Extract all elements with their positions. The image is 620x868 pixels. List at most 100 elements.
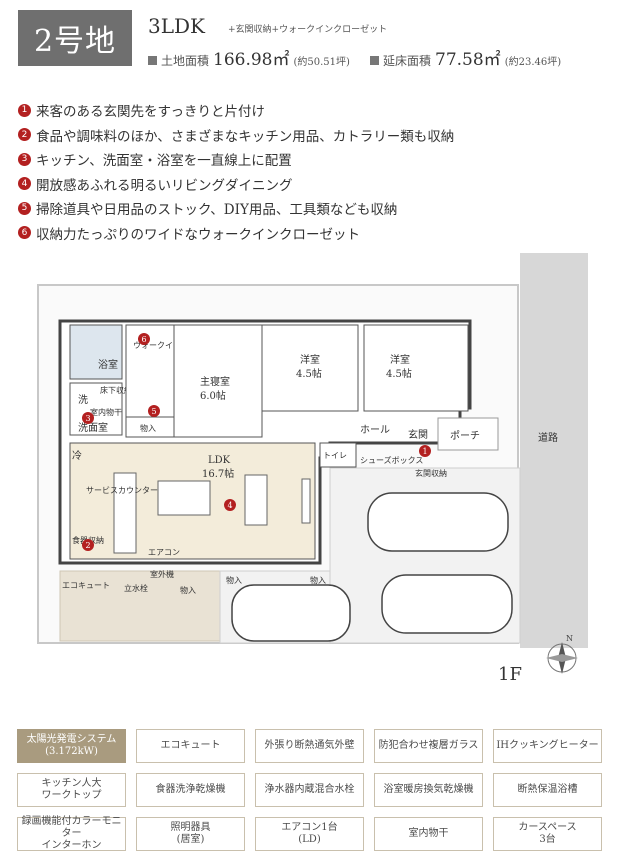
service-counter-label: サービスカウンター — [86, 486, 158, 495]
feature-item: エアコン1台 (LD) — [255, 817, 364, 851]
floor-plan-drawing: 道路 浴室 洗 洗面室 室内物干 床下収納 ウォークインクローゼット 物入 主寝… — [37, 253, 588, 674]
master-bedroom — [173, 324, 263, 438]
western-room-1 — [261, 324, 359, 412]
storage-a-label: 物入 — [180, 585, 196, 595]
bathroom — [69, 324, 123, 380]
floor-area-tsubo: (約23.46坪) — [504, 57, 562, 68]
porch — [437, 417, 499, 451]
equipment-features: 太陽光発電システム (3.172kW) エコキュート 外張り断熱通気外壁 防犯合… — [17, 729, 603, 851]
marker-2: 2 — [82, 539, 94, 551]
floor-area-label: 延床面積 — [383, 54, 432, 68]
toilet — [319, 442, 357, 468]
master-label: 主寝室 — [200, 375, 230, 388]
feature-item: 食器洗浄乾燥機 — [136, 773, 245, 807]
point-item: 5 掃除道具や日用品のストック、DIY用品、工具類なども収納 — [18, 196, 454, 221]
ecocute-label: エコキュート — [62, 581, 110, 590]
terrace-area — [59, 570, 221, 642]
floor-label: 1F — [498, 664, 522, 685]
marker-3: 3 — [82, 412, 94, 424]
ldk-label: LDK — [208, 455, 231, 466]
point-text: 開放感あふれる明るいリビングダイニング — [36, 177, 293, 194]
car-icon — [367, 492, 509, 552]
floor-area: 延床面積 77.58㎡ (約23.46坪) — [370, 45, 561, 70]
washroom-label: 洗面室 — [78, 421, 108, 434]
storage-c-label: 物入 — [310, 575, 326, 585]
road-label: 道路 — [538, 431, 558, 444]
point-item: 6 収納力たっぷりのワイドなウォークインクローゼット — [18, 221, 454, 246]
compass-icon: N — [546, 634, 578, 674]
svg-text:5: 5 — [151, 407, 156, 416]
tv-board — [301, 478, 311, 524]
svg-text:4: 4 — [227, 501, 232, 510]
land-area-tsubo: (約50.51坪) — [293, 57, 350, 68]
number-marker-icon: 5 — [18, 201, 31, 215]
toilet-label: トイレ — [323, 451, 347, 460]
point-item: 3 キッチン、洗面室・浴室を一直線上に配置 — [18, 147, 454, 172]
road-area — [520, 253, 588, 648]
feature-item: 照明器具 (居室) — [136, 817, 245, 851]
floor-plan: 道路 浴室 洗 洗面室 室内物干 床下収納 ウォークインクローゼット 物入 主寝… — [30, 253, 590, 698]
land-area-value: 166.98㎡ — [213, 50, 290, 70]
fridge-label: 冷 — [72, 449, 82, 462]
point-item: 4 開放感あふれる明るいリビングダイニング — [18, 172, 454, 197]
lot-badge: 2号地 — [18, 10, 132, 66]
walk-in-closet — [125, 324, 175, 418]
wash-label: 洗 — [78, 394, 88, 406]
feature-item: 断熱保温浴槽 — [493, 773, 602, 807]
bath-label: 浴室 — [98, 358, 118, 371]
point-text: 収納力たっぷりのワイドなウォークインクローゼット — [36, 226, 360, 243]
feature-item: 録画機能付カラーモニター インターホン — [17, 816, 126, 851]
feature-item: 室内物干 — [374, 817, 483, 851]
room2-size: 4.5帖 — [296, 367, 322, 380]
faucet-label: 立水栓 — [124, 583, 148, 593]
hall-label: ホール — [360, 424, 390, 436]
plan-type: 3LDK — [148, 14, 205, 38]
dining-table — [157, 480, 211, 516]
feature-item: カースペース 3台 — [493, 817, 602, 851]
marker-4: 4 — [224, 499, 236, 511]
land-area-label: 土地面積 — [161, 54, 210, 68]
svg-text:2: 2 — [85, 541, 90, 550]
room2-label: 洋室 — [300, 353, 320, 366]
svg-text:6: 6 — [141, 335, 146, 344]
number-marker-icon: 4 — [18, 177, 31, 191]
svg-text:N: N — [566, 634, 573, 643]
feature-item: キッチン人大 ワークトップ — [17, 773, 126, 807]
western-room-2 — [363, 324, 469, 412]
storage-label: 物入 — [140, 423, 156, 433]
room3-size: 4.5帖 — [386, 367, 412, 380]
feature-item: 浴室暖房換気乾燥機 — [374, 773, 483, 807]
plan-extras: +玄関収納+ウォークインクローゼット — [228, 25, 388, 35]
entrance-label: 玄関 — [408, 428, 428, 441]
feature-item: IHクッキングヒーター — [493, 729, 602, 763]
shoes-label: シューズボックス — [360, 455, 423, 465]
washroom — [69, 382, 123, 436]
point-text: 掃除道具や日用品のストック、DIY用品、工具類なども収納 — [36, 202, 398, 219]
svg-text:1: 1 — [422, 447, 427, 456]
car-icon — [381, 574, 513, 634]
laundry-label: 室内物干 — [90, 407, 122, 417]
svg-text:3: 3 — [85, 414, 90, 423]
storage-b-label: 物入 — [226, 575, 242, 585]
porch-label: ポーチ — [450, 430, 480, 442]
feature-item: 浄水器内蔵混合水栓 — [255, 773, 364, 807]
room3-label: 洋室 — [390, 353, 410, 366]
floor-area-value: 77.58㎡ — [435, 50, 501, 70]
marker-6: 6 — [138, 333, 150, 345]
car-icon — [231, 584, 351, 642]
marker-1: 1 — [419, 445, 431, 457]
number-marker-icon: 2 — [18, 128, 31, 142]
feature-item: 外張り断熱通気外壁 — [255, 729, 364, 763]
under-storage-label: 床下収納 — [100, 385, 132, 395]
point-text: キッチン、洗面室・浴室を一直線上に配置 — [36, 153, 292, 170]
aircon-label: エアコン — [148, 548, 180, 557]
number-marker-icon: 3 — [18, 152, 31, 166]
feature-item: エコキュート — [136, 729, 245, 763]
kitchen-counter — [113, 472, 137, 554]
number-marker-icon: 6 — [18, 226, 31, 240]
marker-5: 5 — [148, 405, 160, 417]
square-bullet-icon — [370, 56, 379, 65]
